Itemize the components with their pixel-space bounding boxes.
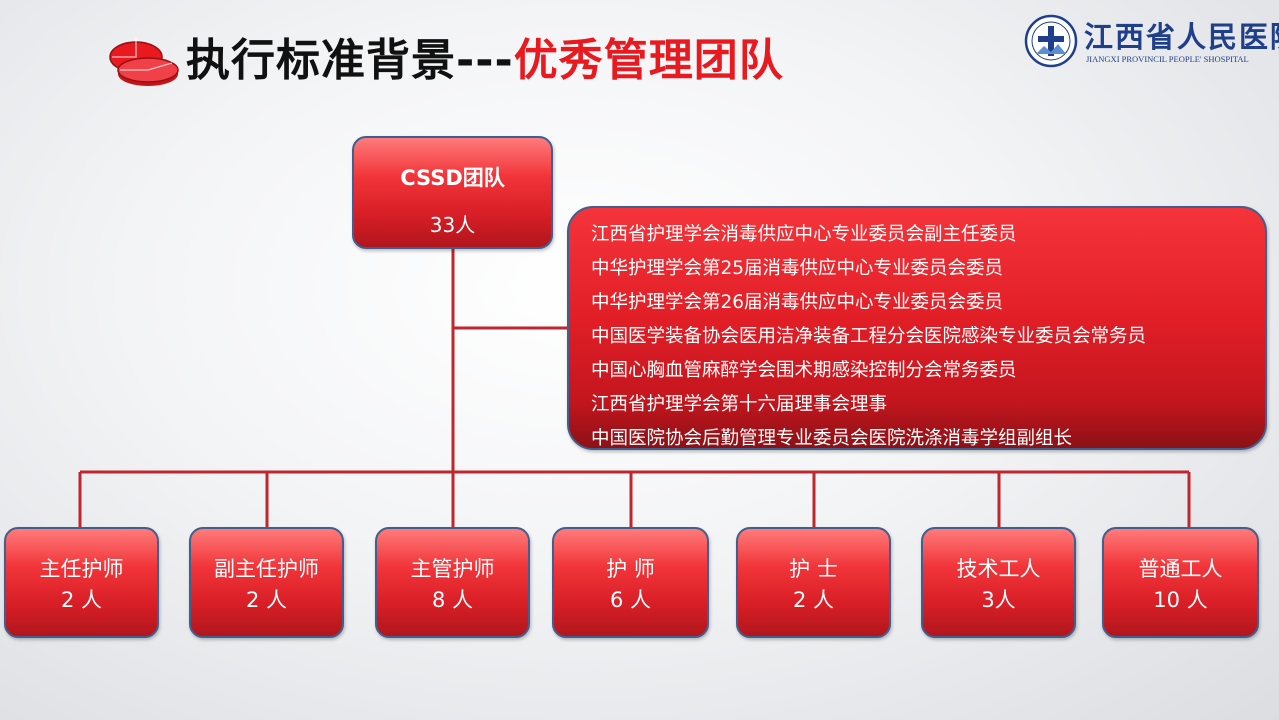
cssd-team-box: CSSD团队 33人 <box>352 136 553 249</box>
honors-list: 江西省护理学会消毒供应中心专业委员会副主任委员 中华护理学会第25届消毒供应中心… <box>591 218 1146 456</box>
hospital-name-cn: 江西省人民医院 <box>1084 20 1279 54</box>
role-count: 2 人 <box>60 588 103 612</box>
honors-box: 江西省护理学会消毒供应中心专业委员会副主任委员 中华护理学会第25届消毒供应中心… <box>567 206 1267 450</box>
role-title: 主任护师 <box>39 557 124 581</box>
honor-item: 中国心胸血管麻醉学会围术期感染控制分会常务委员 <box>591 360 1017 381</box>
role-box-nurse-practitioner: 护 师 6 人 <box>552 527 709 638</box>
honor-item: 中华护理学会第26届消毒供应中心专业委员会委员 <box>591 292 1004 313</box>
honor-item: 中华护理学会第25届消毒供应中心专业委员会委员 <box>591 258 1004 279</box>
team-name: CSSD团队 <box>400 166 505 190</box>
hospital-logo: 江西省人民医院 JIANGXI PROVINCIL PEOPLE' SHOSPI… <box>1024 12 1279 72</box>
role-box-deputy-chief-nurse: 副主任护师 2 人 <box>189 527 344 638</box>
honor-item: 中国医院协会后勤管理专业委员会医院洗涤消毒学组副组长 <box>591 428 1073 449</box>
role-title: 技术工人 <box>956 557 1041 581</box>
role-title: 主管护师 <box>410 557 495 581</box>
role-box-general-worker: 普通工人 10 人 <box>1102 527 1259 638</box>
role-title: 普通工人 <box>1138 557 1223 581</box>
honor-item: 中国医学装备协会医用洁净装备工程分会医院感染专业委员会常务员 <box>591 326 1147 347</box>
role-count: 8 人 <box>431 588 474 612</box>
page-title: 执行标准背景---优秀管理团队 <box>186 30 784 92</box>
role-title: 护 士 <box>789 557 838 581</box>
role-count: 6 人 <box>609 588 652 612</box>
title-highlight: 优秀管理团队 <box>513 35 784 86</box>
role-box-nurse: 护 士 2 人 <box>736 527 891 638</box>
role-title: 副主任护师 <box>214 557 319 581</box>
hospital-emblem-icon <box>1024 14 1078 68</box>
role-box-technician: 技术工人 3人 <box>921 527 1076 638</box>
role-count: 2 人 <box>792 588 835 612</box>
team-count: 33人 <box>429 213 476 237</box>
honor-item: 江西省护理学会消毒供应中心专业委员会副主任委员 <box>591 224 1017 245</box>
hospital-name-en: JIANGXI PROVINCIL PEOPLE' SHOSPITAL <box>1086 54 1249 64</box>
role-count: 10 人 <box>1153 588 1208 612</box>
title-prefix: 执行标准背景--- <box>186 35 514 86</box>
role-box-chief-nurse: 主任护师 2 人 <box>4 527 159 638</box>
role-count: 3人 <box>981 588 1016 612</box>
role-box-supervisor-nurse: 主管护师 8 人 <box>375 527 530 638</box>
role-count: 2 人 <box>245 588 288 612</box>
role-title: 护 师 <box>606 557 655 581</box>
red-disc-stack-icon <box>109 38 179 86</box>
honor-item: 江西省护理学会第十六届理事会理事 <box>591 394 888 415</box>
